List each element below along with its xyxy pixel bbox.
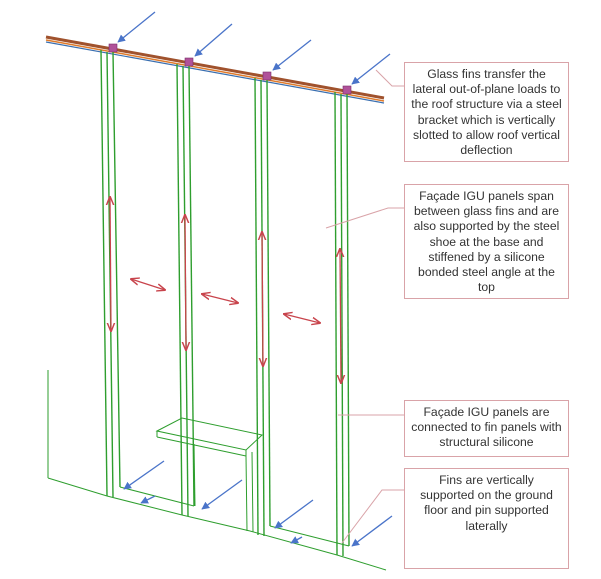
leader-lines — [325, 69, 404, 544]
red-double-arrow-icon — [284, 314, 320, 323]
blue-load-arrow-icon — [272, 39, 312, 71]
annotation-igu-silicone-connection: Façade IGU panels are connected to fin p… — [404, 400, 569, 457]
roof-load-arrows — [117, 11, 391, 85]
blue-load-arrow-icon — [351, 53, 391, 85]
red-double-arrow-icon — [185, 215, 186, 350]
blue-load-arrow-icon — [117, 11, 156, 43]
annotation-fin-load-transfer: Glass fins transfer the lateral out-of-p… — [404, 62, 569, 162]
glass-fin — [334, 91, 350, 557]
roof-structure — [45, 35, 385, 104]
leader-line — [325, 207, 404, 229]
blue-load-arrow-icon — [140, 495, 156, 504]
blue-load-arrow-icon — [201, 479, 243, 510]
base-load-arrows — [123, 460, 393, 547]
blue-load-arrow-icon — [290, 536, 303, 544]
vertical-movement-arrows — [110, 197, 341, 383]
horizontal-movement-arrows — [131, 279, 320, 323]
leader-line — [375, 69, 404, 87]
blue-load-arrow-icon — [274, 499, 314, 529]
doorway-frame — [155, 417, 264, 533]
leader-line — [341, 489, 404, 544]
blue-load-arrow-icon — [351, 515, 393, 547]
annotation-fin-ground-support: Fins are vertically supported on the gro… — [404, 468, 569, 569]
blue-load-arrow-icon — [123, 460, 165, 490]
red-double-arrow-icon — [202, 294, 238, 303]
red-double-arrow-icon — [131, 279, 165, 290]
red-double-arrow-icon — [340, 249, 341, 383]
facade-panels — [47, 370, 387, 571]
glass-fins — [100, 49, 350, 557]
red-double-arrow-icon — [110, 197, 111, 331]
blue-load-arrow-icon — [194, 23, 233, 57]
red-double-arrow-icon — [262, 232, 263, 366]
annotation-igu-panel-span: Façade IGU panels span between glass fin… — [404, 184, 569, 299]
